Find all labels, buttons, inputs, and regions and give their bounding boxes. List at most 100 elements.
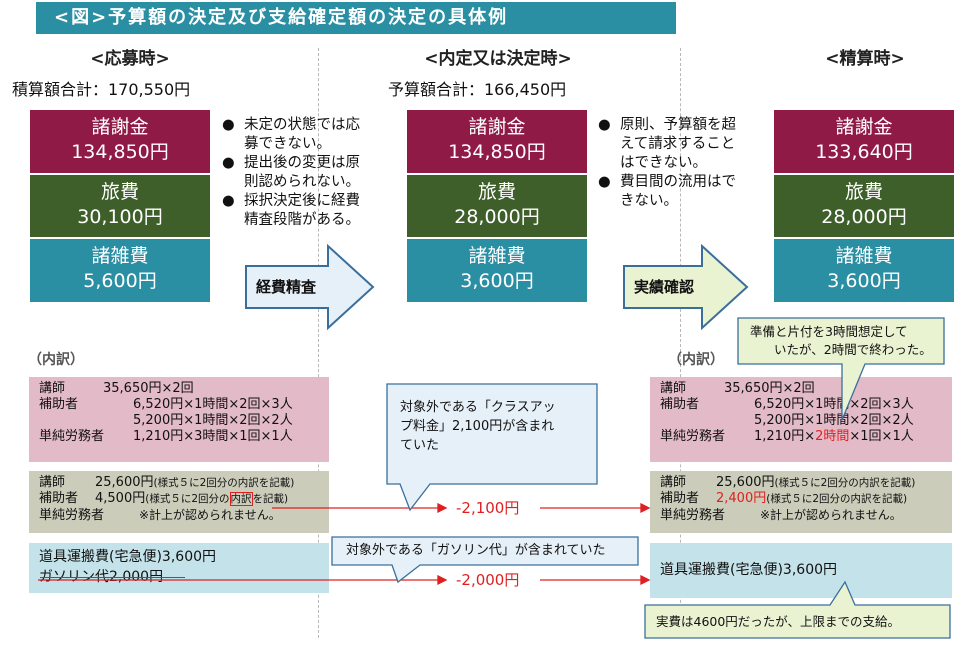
row-value: 4,500円 bbox=[95, 491, 146, 506]
row-value: 25,600円 bbox=[95, 475, 154, 490]
settlement-travel-box: 旅費 28,000円 bbox=[774, 175, 954, 237]
row-note: ※計上が認められません。 bbox=[139, 508, 281, 522]
row-value: 6,520円×1時間×2回×3人 bbox=[133, 397, 293, 412]
right-misc-breakdown: 道具運搬費(宅急便)3,600円 bbox=[650, 543, 952, 598]
callout-line: プ料金」2,100円が含まれ bbox=[400, 419, 555, 434]
row-value: 35,650円×2回 bbox=[103, 381, 194, 396]
box-amount: 30,100円 bbox=[77, 206, 163, 228]
total-application: 積算額合計：170,550円 bbox=[12, 80, 191, 99]
decision-travel-box: 旅費 28,000円 bbox=[407, 175, 587, 237]
row-value: 6,520円×1時間×2回×3人 bbox=[754, 397, 914, 412]
notes-left: ● 未定の状態では応 募できない。 ● 提出後の変更は原 則認められない。 ● … bbox=[222, 116, 402, 230]
row-value: 35,650円×2回 bbox=[724, 381, 815, 396]
heading-decision: <内定又は決定時> bbox=[424, 49, 572, 69]
row-value-changed: 2,400円 bbox=[716, 491, 767, 506]
breakdown-row: 道具運搬費(宅急便)3,600円 bbox=[39, 549, 217, 565]
callout-line: 対象外である「クラスアッ bbox=[400, 400, 556, 415]
strikethrough-gasoline bbox=[40, 577, 185, 578]
title-bar: <図>予算額の決定及び支給確定額の決定の具体例 bbox=[36, 2, 676, 34]
breakdown-row: 講師 35,650円×2回 bbox=[39, 381, 319, 397]
box-amount: 3,600円 bbox=[827, 270, 901, 292]
breakdown-label-left: （内訳） bbox=[28, 352, 84, 368]
box-name: 諸謝金 bbox=[468, 116, 526, 138]
row-value: 5,200円×1時間×2回×2人 bbox=[133, 413, 293, 428]
application-misc-box: 諸雑費 5,600円 bbox=[30, 239, 210, 302]
connector-arrowhead-icon bbox=[640, 502, 651, 514]
note-line: えて請求すること bbox=[620, 136, 736, 152]
arrow-performance-check-label: 実績確認 bbox=[634, 278, 695, 296]
box-amount: 28,000円 bbox=[821, 206, 907, 228]
separator-left bbox=[318, 48, 319, 638]
callout-line: いたが、2時間で終わった。 bbox=[774, 342, 932, 357]
note-line: 費目間の流用はで bbox=[620, 174, 736, 190]
box-name: 旅費 bbox=[844, 181, 883, 203]
total-decision: 予算額合計：166,450円 bbox=[388, 80, 567, 99]
note-item: ● 未定の状態では応 募できない。 bbox=[222, 116, 402, 154]
row-label: 単純労務者 bbox=[660, 508, 726, 523]
diagram-title: <図>予算額の決定及び支給確定額の決定の具体例 bbox=[54, 7, 509, 28]
row-label: 単純労務者 bbox=[39, 429, 105, 444]
bullet-icon: ● bbox=[598, 174, 611, 190]
note-line: はできない。 bbox=[620, 155, 707, 171]
breakdown-row: 補助者 6,520円×1時間×2回×3人 bbox=[39, 397, 319, 413]
row-note: ※計上が認められません。 bbox=[760, 508, 902, 522]
deduction-misc: -2,000円 bbox=[456, 571, 520, 589]
heading-settlement: <精算時> bbox=[825, 49, 905, 69]
box-name: 諸雑費 bbox=[91, 245, 149, 267]
connector-arrowhead-icon bbox=[640, 574, 651, 586]
deduction-travel: -2,100円 bbox=[456, 499, 520, 517]
row-label: 補助者 bbox=[660, 491, 700, 506]
row-label: 講師 bbox=[660, 475, 687, 490]
box-name: 諸謝金 bbox=[91, 116, 149, 138]
callout-line: ていた bbox=[400, 438, 440, 453]
settlement-misc-box: 諸雑費 3,600円 bbox=[774, 239, 954, 302]
box-amount: 28,000円 bbox=[454, 206, 540, 228]
application-travel-box: 旅費 30,100円 bbox=[30, 175, 210, 237]
callout-class-fee: 対象外である「クラスアッ プ料金」2,100円が含まれ ていた bbox=[400, 398, 590, 455]
box-name: 諸雑費 bbox=[468, 245, 526, 267]
row-note: (様式５に2回分の内訳を記載) bbox=[766, 493, 908, 505]
row-label: 単純労務者 bbox=[39, 508, 105, 523]
row-value: 1,210円× bbox=[754, 429, 816, 444]
note-line: 精査段階がある。 bbox=[244, 212, 360, 228]
row-note: (様式５に2回分の内訳を記載) bbox=[774, 477, 916, 489]
box-amount: 5,600円 bbox=[83, 270, 157, 292]
row-label: 補助者 bbox=[39, 397, 79, 412]
arrow-performance-check-icon bbox=[623, 244, 749, 330]
box-amount: 133,640円 bbox=[815, 141, 913, 163]
note-item: ● 費目間の流用はで きない。 bbox=[598, 173, 778, 211]
breakdown-row: 5,200円×1時間×2回×2人 bbox=[39, 413, 319, 429]
row-label: 講師 bbox=[39, 381, 66, 396]
callout-prep-time-shape bbox=[737, 317, 945, 421]
box-amount: 3,600円 bbox=[460, 270, 534, 292]
callout-actual-cost: 実費は4600円だったが、上限までの支給。 bbox=[656, 614, 901, 629]
callout-actual-cost-shape bbox=[644, 580, 951, 639]
row-value: ×1回×1人 bbox=[849, 429, 914, 444]
row-value-changed: 2時間 bbox=[815, 429, 850, 444]
breakdown-row: 講師 25,600円(様式５に2回分の内訳を記載) bbox=[39, 475, 319, 491]
row-label: 単純労務者 bbox=[660, 429, 726, 444]
breakdown-row: 単純労務者 ※計上が認められません。 bbox=[39, 507, 319, 524]
callout-class-fee-shape bbox=[386, 383, 598, 512]
row-label: 補助者 bbox=[660, 397, 700, 412]
application-honorarium-box: 諸謝金 134,850円 bbox=[30, 110, 210, 173]
box-name: 旅費 bbox=[477, 181, 516, 203]
row-note: (様式５に2回分の内訳を記載) bbox=[153, 477, 295, 489]
settlement-honorarium-box: 諸謝金 133,640円 bbox=[774, 110, 954, 173]
separator-right bbox=[680, 48, 681, 638]
row-label: 講師 bbox=[39, 475, 66, 490]
note-line: 原則、予算額を超 bbox=[620, 117, 736, 133]
note-item: ● 提出後の変更は原 則認められない。 bbox=[222, 154, 402, 192]
arrow-expense-review-icon bbox=[245, 244, 375, 330]
breakdown-row: 単純労務者 ※計上が認められません。 bbox=[660, 507, 942, 524]
breakdown-row: 5,200円×1時間×2回×2人 bbox=[660, 413, 942, 429]
callout-prep-time: 準備と片付を3時間想定して いたが、2時間で終わった。 bbox=[750, 323, 942, 359]
callout-gasoline-shape bbox=[331, 536, 639, 584]
row-note: (様式５に2回分の bbox=[145, 493, 230, 505]
breakdown-row: 道具運搬費(宅急便)3,600円 bbox=[660, 562, 838, 578]
